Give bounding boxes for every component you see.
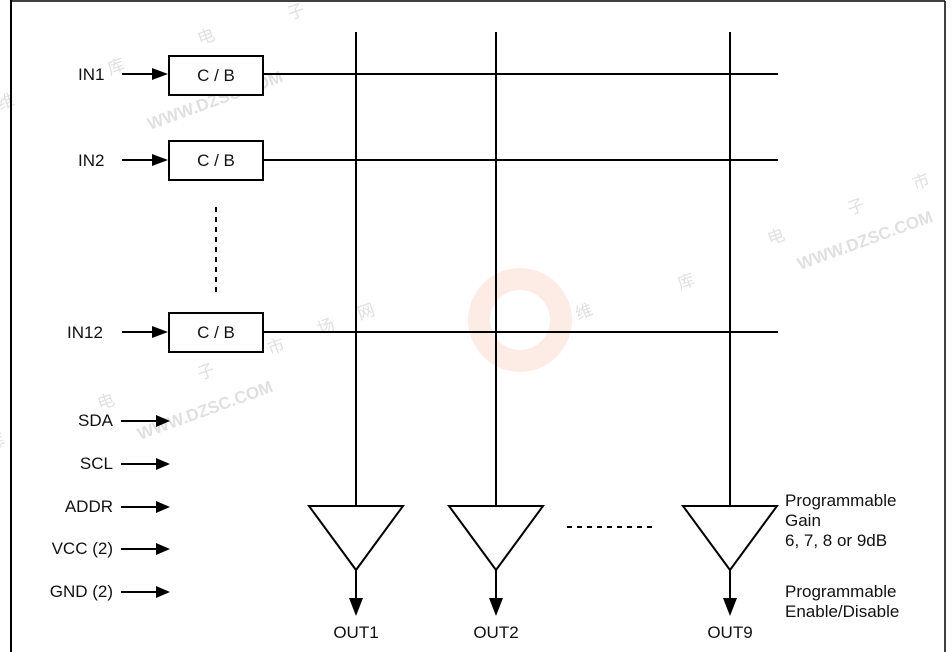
diagram-frame [10, 0, 946, 652]
amplifier-triangle-icon [681, 505, 779, 572]
watermark-char: 场 [315, 315, 337, 339]
arrow-down-icon [489, 598, 503, 616]
watermark-char: 维 [0, 90, 17, 114]
watermark-url: WWW.DZSC.COM [135, 377, 275, 444]
gain-note-line: Programmable [785, 491, 897, 510]
arrow-right-icon [152, 326, 168, 338]
arrow-down-icon [349, 598, 363, 616]
watermark-char: 电 [95, 390, 117, 414]
control-pin-label: VCC (2) [52, 539, 113, 558]
gain-note-line: Gain [785, 511, 821, 530]
amplifier-out1: OUT1 [307, 505, 405, 642]
input-pin-label: IN12 [67, 323, 103, 342]
cb-block [168, 55, 264, 96]
control-pin-label: SDA [78, 411, 114, 430]
amplifier-out9: OUT9 [681, 505, 779, 642]
arrow-right-icon [156, 501, 170, 513]
arrow-right-icon [156, 543, 170, 555]
amplifier-triangle-icon [447, 505, 545, 572]
watermark-url: WWW.DZSC.COM [795, 207, 935, 274]
watermark-char: 维 [573, 300, 595, 324]
watermark: 维 库 电 子 WWW.DZSC.COM 维 库 电 子 市 WWW.DZSC.… [0, 0, 935, 454]
arrow-right-icon [156, 458, 170, 470]
arrow-right-icon [152, 154, 168, 166]
cb-block [168, 312, 264, 353]
watermark-char: 市 [910, 170, 932, 194]
cb-block-label: C / B [197, 151, 235, 170]
enable-note-line: Enable/Disable [785, 602, 899, 621]
watermark-char: 市 [265, 335, 287, 359]
arrow-right-icon [156, 586, 170, 598]
watermark-char: 网 [355, 300, 377, 324]
input-row-in2: IN2 C / B [78, 140, 264, 181]
watermark-char: 子 [195, 360, 217, 384]
input-buses [263, 73, 778, 333]
watermark-char: 子 [845, 195, 867, 219]
gain-note: Programmable Gain 6, 7, 8 or 9dB [785, 491, 897, 550]
watermark-char: 库 [675, 270, 697, 294]
gain-note-line: 6, 7, 8 or 9dB [785, 531, 887, 550]
input-pin-label: IN1 [78, 65, 104, 84]
input-pin-label: IN2 [78, 151, 104, 170]
watermark-char: 库 [0, 430, 7, 454]
amplifier-out2: OUT2 [447, 505, 545, 642]
output-label: OUT1 [333, 623, 378, 642]
arrow-right-icon [156, 415, 170, 427]
watermark-char: 库 [105, 55, 127, 79]
amplifier-triangle-icon [307, 505, 405, 572]
output-label: OUT9 [707, 623, 752, 642]
input-row-in12: IN12 C / B [67, 312, 264, 353]
arrow-down-icon [723, 598, 737, 616]
watermark-char: 电 [765, 225, 787, 249]
cb-block-label: C / B [197, 66, 235, 85]
watermark-char: 电 [195, 25, 217, 49]
watermark-logo-icon [468, 268, 572, 372]
cb-block-label: C / B [197, 323, 235, 342]
control-pins: SDA SCL ADDR VCC (2) GND (2) [50, 411, 170, 601]
control-pin-label: ADDR [65, 497, 113, 516]
input-row-in1: IN1 C / B [78, 55, 264, 96]
control-pin-label: GND (2) [50, 582, 113, 601]
arrow-right-icon [152, 68, 168, 80]
output-label: OUT2 [473, 623, 518, 642]
enable-note: Programmable Enable/Disable [785, 582, 899, 621]
enable-note-line: Programmable [785, 582, 897, 601]
control-pin-label: SCL [80, 454, 113, 473]
output-buses [355, 32, 731, 506]
watermark-char: 子 [285, 0, 307, 24]
cb-block [168, 140, 264, 181]
